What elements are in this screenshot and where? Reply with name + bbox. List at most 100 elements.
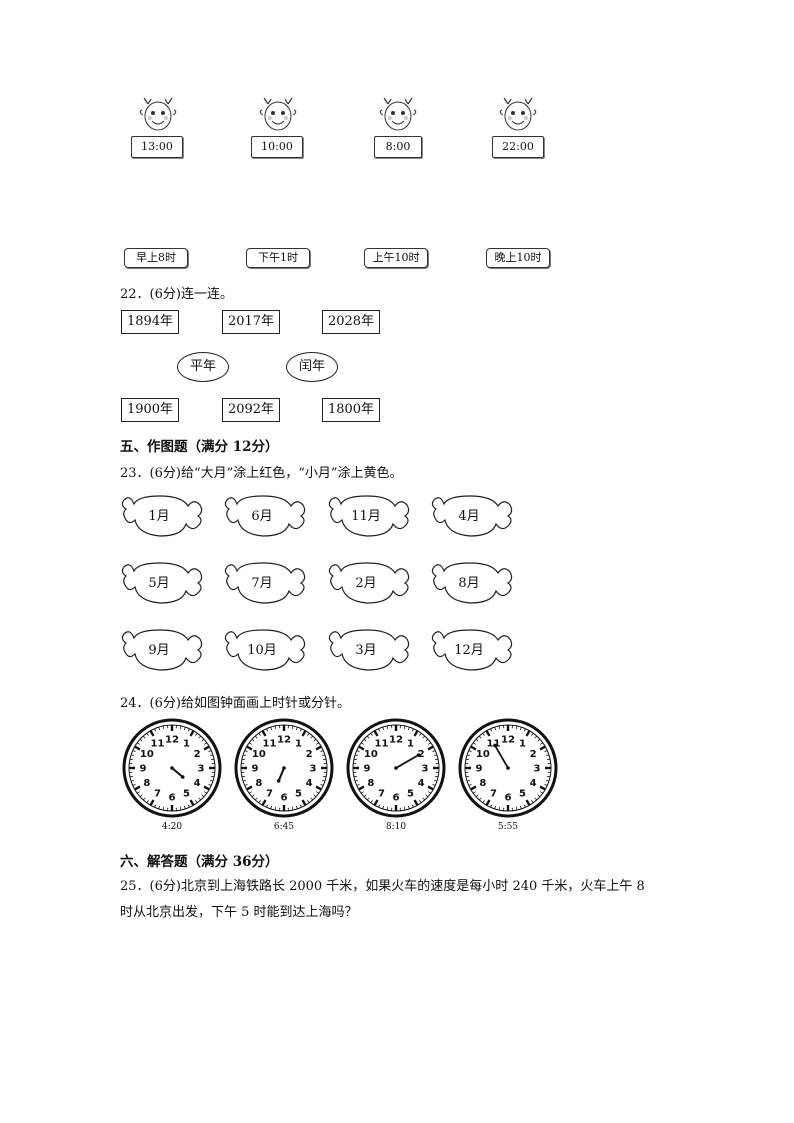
candy-shape[interactable]: 11月: [327, 490, 413, 542]
clock-minute-tick: [299, 804, 302, 808]
candy-label: 6月: [251, 509, 273, 524]
clock-minute-hand: [395, 754, 419, 769]
candy-shape[interactable]: 10月: [223, 624, 309, 676]
clock-minute-tick: [248, 742, 252, 745]
clock-minute-tick: [465, 775, 469, 778]
clock-minute-tick: [544, 750, 548, 753]
candy-shape[interactable]: 4月: [430, 490, 516, 542]
clock-minute-tick: [428, 791, 432, 794]
clock-minute-tick: [515, 807, 518, 811]
candy-shape[interactable]: 6月: [223, 490, 309, 542]
clock-number: 8: [255, 778, 262, 789]
clock-minute-tick: [321, 779, 326, 782]
clock-minute-tick: [211, 758, 215, 761]
clock-minute-tick: [382, 726, 385, 731]
candy-label: 3月: [355, 643, 377, 658]
candy-shape[interactable]: 9月: [120, 624, 206, 676]
goat-icon: [139, 97, 177, 131]
clock-number: 8: [479, 778, 486, 789]
candy-outline: [431, 495, 513, 537]
candy-outline: [121, 495, 203, 537]
clock-minute-tick: [258, 732, 261, 736]
clock-minute-tick: [291, 807, 294, 811]
clock-minute-tick: [183, 726, 186, 731]
clock-hour-tick: [301, 799, 307, 806]
clock-minute-tick: [154, 728, 157, 732]
clock-minute-tick: [494, 726, 497, 731]
clock-minute-tick: [323, 758, 327, 761]
clock-minute-tick: [519, 726, 522, 731]
clock-hour-tick: [149, 730, 155, 737]
clock-minute-tick: [162, 807, 165, 811]
clock-minute-tick: [386, 807, 389, 811]
candy-shape[interactable]: 12月: [430, 624, 516, 676]
clock-number: 8: [367, 778, 374, 789]
clock-minute-tick: [478, 797, 482, 801]
clock-number: 1: [519, 738, 526, 749]
clock-minute-tick: [204, 742, 208, 745]
clock-minute-tick: [146, 800, 149, 804]
goat-icon: [379, 97, 417, 131]
time-label: 下午1时: [246, 248, 310, 268]
clock-number: 11: [487, 738, 501, 749]
clock-minute-tick: [366, 735, 370, 739]
clock-number: 4: [194, 778, 201, 789]
candy-shape[interactable]: 5月: [120, 557, 206, 609]
clock-minute-tick: [468, 750, 472, 753]
clock-number: 6: [169, 793, 176, 804]
clock-minute-tick: [266, 804, 269, 808]
clock-number: 9: [476, 764, 483, 775]
candy-shape[interactable]: 3月: [327, 624, 413, 676]
clock-minute-tick: [316, 742, 320, 745]
clock-minute-tick: [490, 728, 493, 732]
clock-hour-tick: [261, 730, 267, 737]
clock-minute-tick: [162, 725, 165, 729]
clock-minute-tick: [378, 804, 381, 808]
clock-minute-tick: [158, 805, 161, 810]
clock-minute-tick: [187, 728, 190, 732]
clock-minute-tick: [498, 807, 501, 811]
clock-hand-tip: [180, 775, 185, 779]
year-box: 1800年: [322, 398, 380, 422]
clock-minute-tick: [136, 742, 140, 745]
clock-minute-tick: [179, 725, 182, 729]
clock-minute-tick: [411, 804, 414, 808]
section-5-heading: 五、作图题（满分 12分）: [120, 439, 279, 455]
candy-shape[interactable]: 7月: [223, 557, 309, 609]
candy-shape[interactable]: 8月: [430, 557, 516, 609]
clock-hour-tick: [470, 745, 477, 751]
clock-center-pin: [170, 766, 174, 770]
clock-minute-tick: [534, 735, 538, 739]
candy-shape[interactable]: 1月: [120, 490, 206, 542]
clock-minute-tick: [204, 791, 208, 794]
clock-number: 9: [364, 764, 371, 775]
question-24-label: 24．(6分)给如图钟面画上时针或分针。: [120, 696, 350, 711]
time-box: 10:00: [251, 136, 303, 158]
clock-hour-tick: [373, 730, 379, 737]
clock-number: 7: [154, 789, 161, 800]
candy-label: 1月: [148, 509, 170, 524]
clock-hour-tick: [485, 799, 491, 806]
clock-minute-tick: [363, 738, 367, 742]
clock-minute-tick: [142, 797, 146, 801]
clock-minute-tick: [540, 742, 544, 745]
candy-outline: [224, 562, 306, 604]
clock-minute-tick: [472, 742, 476, 745]
clock-minute-tick: [515, 725, 518, 729]
clock-minute-tick: [241, 775, 245, 778]
clock-minute-tick: [519, 805, 522, 810]
clock-minute-tick: [313, 738, 317, 742]
candy-shape[interactable]: 2月: [327, 557, 413, 609]
clock-minute-tick: [295, 805, 298, 810]
clock-minute-tick: [179, 807, 182, 811]
year-box: 2017年: [222, 310, 280, 334]
clock-hour-tick: [246, 745, 253, 751]
clock-minute-tick: [360, 791, 364, 794]
clock-minute-tick: [465, 758, 469, 761]
candy-outline: [328, 562, 410, 604]
clock-hour-tick: [358, 745, 365, 751]
